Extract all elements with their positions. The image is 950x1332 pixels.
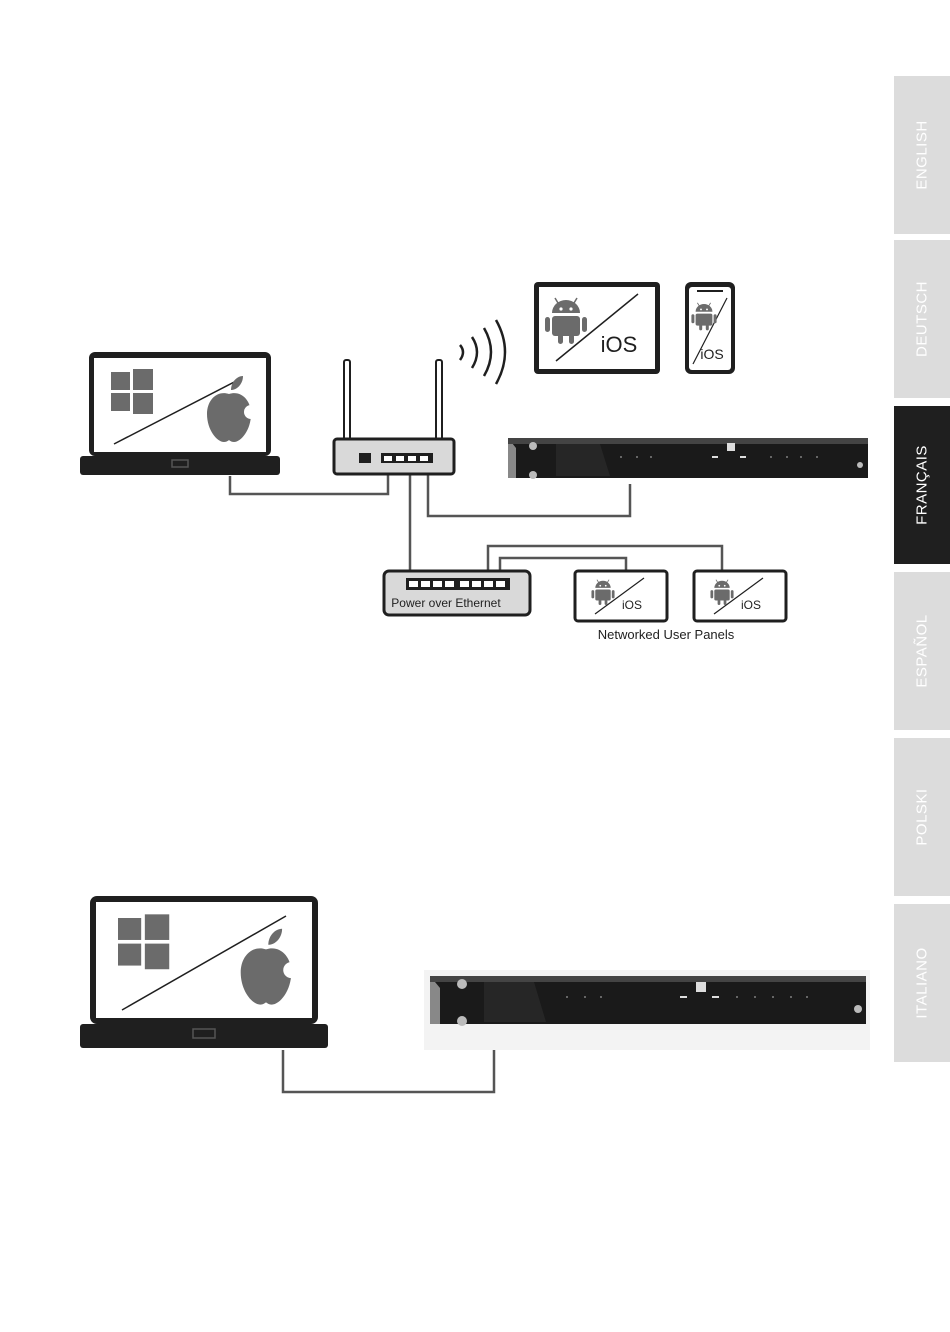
laptop-2	[80, 896, 328, 1048]
amplifier-icon	[508, 438, 868, 479]
user-panel-2: iOS	[694, 571, 786, 621]
tablet-device: iOS	[534, 282, 660, 374]
router-icon	[334, 360, 454, 474]
amplifier-icon	[424, 970, 870, 1050]
laptop-1	[80, 352, 280, 475]
switch-icon: Power over Ethernet	[384, 571, 530, 615]
panel2-os-label: iOS	[741, 598, 761, 612]
phone-device: iOS	[685, 282, 735, 374]
tablet-os-label: iOS	[601, 332, 638, 357]
panel1-os-label: iOS	[622, 598, 642, 612]
wifi-icon	[460, 320, 505, 384]
panels-label: Networked User Panels	[598, 627, 735, 642]
phone-os-label: iOS	[700, 346, 723, 362]
user-panel-1: iOS	[575, 571, 667, 621]
network-cables	[230, 466, 722, 580]
poe-label: Power over Ethernet	[391, 596, 501, 610]
